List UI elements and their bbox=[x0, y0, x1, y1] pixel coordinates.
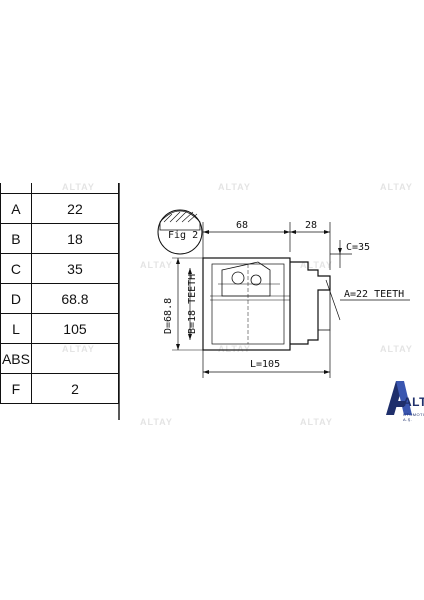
watermark-text: ALTAY bbox=[300, 417, 333, 427]
spec-value: 22 bbox=[30, 193, 120, 224]
spline-end bbox=[317, 289, 331, 331]
watermark-text: ALTAY bbox=[218, 344, 251, 354]
spec-key: ABS bbox=[0, 343, 32, 374]
watermark-text: ALTAY bbox=[218, 182, 251, 192]
dim-c-label: C=35 bbox=[346, 242, 370, 253]
dim-l-group: L=105 bbox=[202, 330, 331, 378]
table-cell bbox=[0, 183, 32, 194]
spec-key: A bbox=[0, 193, 32, 224]
inner-cage bbox=[218, 261, 280, 297]
brand-subtitle: OTOMOTIV A.Ş. bbox=[403, 412, 424, 422]
watermark-text: ALTAY bbox=[380, 344, 413, 354]
spec-value: 68.8 bbox=[30, 283, 120, 314]
altay-logo-icon bbox=[386, 381, 412, 415]
ball bbox=[250, 274, 262, 286]
left-dimensions: D=68.8 B=18 TEETH bbox=[163, 257, 203, 351]
table-top-row bbox=[0, 183, 120, 194]
dim-c-group: C=35 bbox=[330, 240, 370, 268]
shaft-outline bbox=[290, 261, 331, 345]
spec-value: 2 bbox=[30, 373, 120, 404]
fig-detail: Fig 2 bbox=[157, 209, 203, 255]
spec-key: L bbox=[0, 313, 32, 344]
table-cell bbox=[30, 183, 120, 194]
cage-shape bbox=[221, 261, 271, 297]
fig-label: Fig 2 bbox=[168, 230, 198, 241]
top-dimensions: 68 28 bbox=[202, 220, 331, 270]
body-outer bbox=[202, 257, 291, 351]
ball bbox=[231, 271, 245, 285]
dim-68: 68 bbox=[236, 220, 248, 231]
spec-key: B bbox=[0, 223, 32, 254]
dim-d-label: D=68.8 bbox=[163, 298, 174, 334]
spec-key: D bbox=[0, 283, 32, 314]
watermark-text: ALTAY bbox=[300, 260, 333, 270]
watermark-text: ALTAY bbox=[140, 260, 173, 270]
table-row: ABS bbox=[0, 343, 120, 374]
dim-a-label: A=22 TEETH bbox=[344, 289, 404, 300]
detail-circle bbox=[157, 209, 203, 255]
dim-a-group: A=22 TEETH bbox=[325, 279, 410, 321]
dim-l-label: L=105 bbox=[250, 359, 280, 370]
detail-hatch-area bbox=[159, 210, 201, 231]
spec-key: C bbox=[0, 253, 32, 284]
spec-value bbox=[30, 343, 120, 374]
brand-name: ALTAY bbox=[403, 395, 424, 409]
watermark-text: ALTAY bbox=[380, 182, 413, 192]
dim-28: 28 bbox=[305, 220, 317, 231]
spec-key: F bbox=[0, 373, 32, 404]
watermark-text: ALTAY bbox=[140, 417, 173, 427]
spec-value: 35 bbox=[30, 253, 120, 284]
dim-b-label: B=18 TEETH bbox=[187, 274, 198, 334]
spec-value: 18 bbox=[30, 223, 120, 254]
spec-value: 105 bbox=[30, 313, 120, 344]
